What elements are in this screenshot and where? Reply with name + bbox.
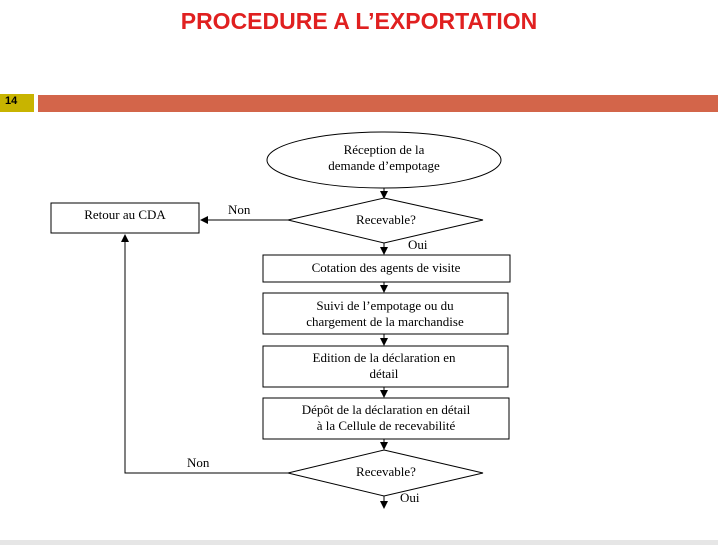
retour-label: Retour au CDA bbox=[84, 207, 166, 222]
step-edition-line-2: détail bbox=[370, 366, 399, 381]
step-edition bbox=[262, 345, 509, 388]
step-suivi-line-1: Suivi de l’empotage ou du bbox=[316, 298, 454, 313]
step-cotation-label: Cotation des agents de visite bbox=[312, 260, 461, 275]
step-suivi bbox=[262, 292, 509, 335]
start-line-2: demande d’empotage bbox=[328, 158, 440, 173]
step-suivi-line-2: chargement de la marchandise bbox=[306, 314, 464, 329]
oui-label-1: Oui bbox=[408, 237, 428, 252]
step-cotation bbox=[262, 254, 511, 283]
decision-1-label: Recevable? bbox=[356, 212, 416, 227]
page-title: PROCEDURE A L’EXPORTATION bbox=[180, 8, 538, 34]
non-label-1: Non bbox=[228, 202, 251, 217]
header-bar bbox=[38, 95, 718, 112]
connector bbox=[121, 234, 288, 474]
step-edition-line-1: Edition de la déclaration en bbox=[313, 350, 456, 365]
start-line-1: Réception de la bbox=[344, 142, 425, 157]
decision-2-label: Recevable? bbox=[356, 464, 416, 479]
footer-line bbox=[0, 540, 718, 545]
oui-label-2: Oui bbox=[400, 490, 420, 505]
step-depot-line-1: Dépôt de la déclaration en détail bbox=[302, 402, 471, 417]
step-depot bbox=[262, 397, 510, 440]
non-label-2: Non bbox=[187, 455, 210, 470]
retour-box bbox=[50, 202, 200, 234]
slide-number: 14 bbox=[0, 94, 34, 112]
step-depot-line-2: à la Cellule de recevabilité bbox=[317, 418, 456, 433]
